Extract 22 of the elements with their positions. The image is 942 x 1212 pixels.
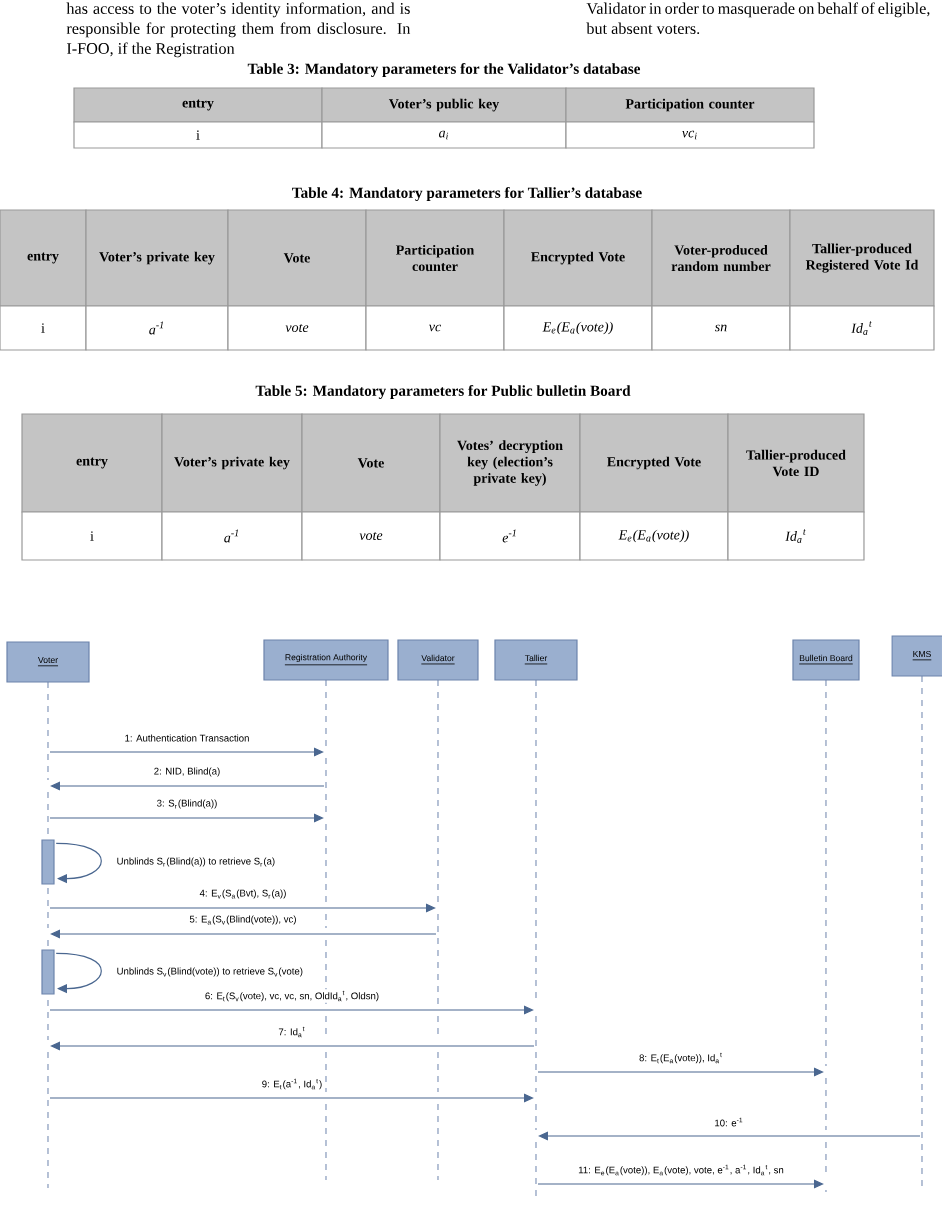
message-arrow xyxy=(50,781,325,791)
message-arrow xyxy=(537,1067,824,1077)
body-text: has access to the voter’s identity information, and is responsible for protecting them from disclosure. In I-FOO, if the Registration xyxy=(66,2,411,58)
message-arrow xyxy=(49,903,436,913)
lifeline xyxy=(437,679,439,1181)
lifeline xyxy=(47,681,49,1189)
lifeline xyxy=(825,679,827,1193)
lifeline xyxy=(535,679,537,1201)
activation-bar xyxy=(41,839,55,885)
activation-bar xyxy=(41,949,55,995)
message-arrow xyxy=(49,1093,534,1103)
message-arrow xyxy=(538,1131,921,1141)
lifeline xyxy=(325,679,327,1181)
body-text: Validator in order to masquerade on behalf of eligible, but absent voters. xyxy=(586,2,930,35)
message-arrow xyxy=(50,929,437,939)
self-loop-arrow xyxy=(55,842,102,884)
message-arrow xyxy=(49,1005,534,1015)
message-arrow xyxy=(50,1041,535,1051)
message-arrow xyxy=(49,747,324,757)
message-arrow xyxy=(49,813,324,823)
self-loop-arrow xyxy=(55,952,102,994)
message-arrow xyxy=(537,1179,824,1189)
